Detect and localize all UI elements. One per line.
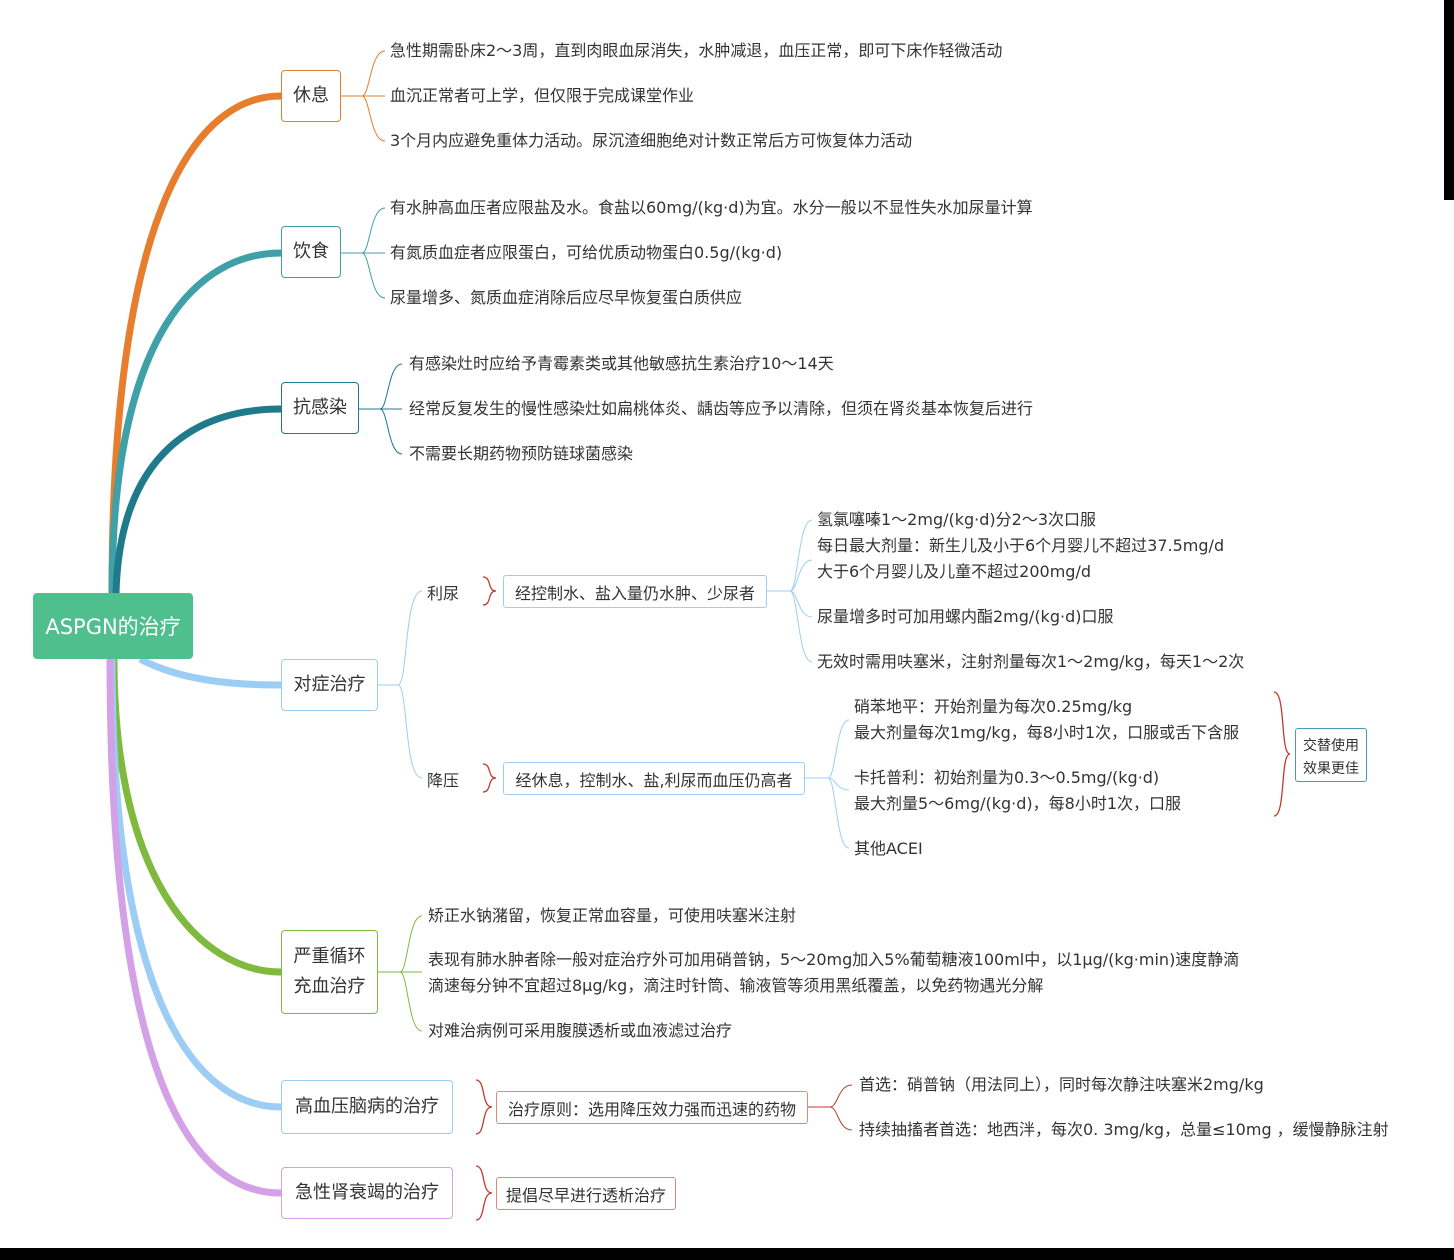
infection-item-3: 不需要长期药物预防链球菌感染 bbox=[409, 444, 634, 463]
circulation-item-1: 矫正水钠潴留，恢复正常血容量，可使用呋塞米注射 bbox=[428, 906, 797, 925]
encephalopathy-item-1: 首选：硝普钠（用法同上），同时每次静注呋塞米2mg/kg bbox=[859, 1075, 1264, 1094]
diuresis-item-1: 氢氯噻嗪1～2mg/(kg·d)分2～3次口服 bbox=[817, 510, 1097, 529]
diet-item-2: 有氮质血症者应限蛋白，可给优质动物蛋白0.5g/(kg·d) bbox=[390, 243, 783, 262]
rest-leaf-links bbox=[341, 50, 386, 142]
diet-item-1: 有水肿高血压者应限盐及水。食盐以60mg/(kg·d)为宜。水分一般以不显性失水… bbox=[390, 198, 1033, 217]
brace-marks bbox=[475, 576, 1291, 1221]
renal-failure-item[interactable]: 提倡尽早进行透析治疗 bbox=[496, 1177, 676, 1210]
encephalopathy-leaf-links bbox=[808, 1084, 853, 1131]
branch-renal-failure bbox=[106, 658, 282, 1197]
diet-leaf-links bbox=[341, 207, 386, 299]
right-edge-bar bbox=[1444, 0, 1454, 200]
topic-rest[interactable]: 休息 bbox=[281, 70, 341, 122]
bp-item-4: 最大剂量5～6mg/(kg·d)，每8小时1次，口服 bbox=[854, 794, 1182, 813]
branch-circulation bbox=[110, 658, 282, 976]
topic-diet[interactable]: 饮食 bbox=[281, 226, 341, 278]
diet-item-3: 尿量增多、氮质血症消除后应尽早恢复蛋白质供应 bbox=[390, 288, 743, 307]
infection-item-2: 经常反复发生的慢性感染灶如扁桃体炎、龋齿等应予以清除，但须在肾炎基本恢复后进行 bbox=[409, 399, 1034, 418]
diuresis-item-2: 每日最大剂量：新生儿及小于6个月婴儿不超过37.5mg/d bbox=[817, 536, 1225, 555]
circulation-label-line-1: 严重循环 bbox=[293, 946, 366, 967]
bp-item-1: 硝苯地平：开始剂量为每次0.25mg/kg bbox=[854, 697, 1133, 716]
branch-rest bbox=[108, 92, 282, 594]
bp-note-line-2: 效果更佳 bbox=[1303, 761, 1359, 777]
branch-encephalopathy bbox=[108, 658, 282, 1111]
branch-symptomatic bbox=[138, 655, 282, 689]
bp-condition[interactable]: 经休息，控制水、盐,利尿而血压仍高者 bbox=[503, 762, 805, 795]
topic-renal-failure[interactable]: 急性肾衰竭的治疗 bbox=[281, 1167, 453, 1219]
rest-item-3: 3个月内应避免重体力活动。尿沉渣细胞绝对计数正常后方可恢复体力活动 bbox=[390, 131, 913, 150]
topic-encephalopathy[interactable]: 高血压脑病的治疗 bbox=[281, 1080, 453, 1134]
circulation-item-4: 对难治病例可采用腹膜透析或血液滤过治疗 bbox=[428, 1021, 733, 1040]
diuresis-label[interactable]: 利尿 bbox=[427, 584, 460, 603]
diuresis-item-3: 大于6个月婴儿及儿童不超过200mg/d bbox=[817, 562, 1092, 581]
branch-diet bbox=[108, 249, 282, 594]
diuresis-condition[interactable]: 经控制水、盐入量仍水肿、少尿者 bbox=[503, 575, 767, 608]
topic-symptomatic[interactable]: 对症治疗 bbox=[281, 659, 378, 711]
bp-label[interactable]: 降压 bbox=[427, 771, 460, 790]
topic-infection[interactable]: 抗感染 bbox=[281, 382, 359, 434]
infection-item-1: 有感染灶时应给予青霉素类或其他敏感抗生素治疗10～14天 bbox=[409, 354, 834, 373]
bottom-edge-bar bbox=[0, 1248, 1454, 1260]
diuresis-item-5: 无效时需用呋塞米，注射剂量每次1～2mg/kg，每天1～2次 bbox=[817, 652, 1245, 671]
topic-circulation[interactable]: 严重循环 充血治疗 bbox=[281, 930, 378, 1014]
bp-item-3: 卡托普利：初始剂量为0.3～0.5mg/(kg·d) bbox=[854, 768, 1160, 787]
bp-item-5: 其他ACEI bbox=[854, 839, 923, 858]
bp-item-2: 最大剂量每次1mg/kg，每8小时1次，口服或舌下含服 bbox=[854, 723, 1240, 742]
symptomatic-links bbox=[378, 519, 850, 849]
branch-infection bbox=[112, 405, 282, 594]
circulation-leaf-links bbox=[378, 915, 423, 1032]
circulation-label-line-2: 充血治疗 bbox=[293, 976, 366, 997]
root-topic[interactable]: ASPGN的治疗 bbox=[33, 593, 193, 659]
encephalopathy-principle[interactable]: 治疗原则：选用降压效力强而迅速的药物 bbox=[496, 1091, 808, 1124]
infection-leaf-links bbox=[359, 363, 403, 455]
circulation-item-3: 滴速每分钟不宜超过8μg/kg，滴注时针筒、输液管等须用黑纸覆盖，以免药物遇光分… bbox=[428, 976, 1044, 995]
rest-item-1: 急性期需卧床2～3周，直到肉眼血尿消失，水肿减退，血压正常，即可下床作轻微活动 bbox=[390, 41, 1003, 60]
bp-note-line-1: 交替使用 bbox=[1303, 738, 1359, 754]
bp-alternate-note[interactable]: 交替使用 效果更佳 bbox=[1295, 728, 1367, 782]
diuresis-item-4: 尿量增多时可加用螺内酯2mg/(kg·d)口服 bbox=[817, 607, 1114, 626]
encephalopathy-item-2: 持续抽搐者首选：地西泮，每次0. 3mg/kg，总量≤10mg ，缓慢静脉注射 bbox=[859, 1120, 1389, 1139]
rest-item-2: 血沉正常者可上学，但仅限于完成课堂作业 bbox=[390, 86, 695, 105]
circulation-item-2: 表现有肺水肿者除一般对症治疗外可加用硝普钠，5～20mg加入5%葡萄糖液100m… bbox=[428, 950, 1240, 969]
